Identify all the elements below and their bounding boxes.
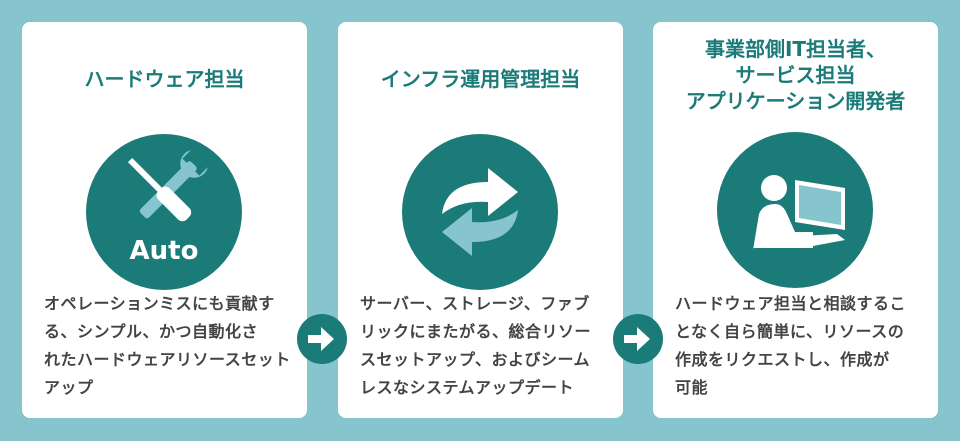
user-computer-icon [717, 132, 873, 288]
desc-line: ハードウェア担当と相談するこ [675, 294, 907, 313]
card-description: サーバー、ストレージ、ファブ リックにまたがる、総合リソー スセットアップ、およ… [360, 290, 610, 402]
desc-line: アップ [44, 378, 94, 397]
card-description: オペレーションミスにも貢献す る、シンプル、かつ自動化さ れたハードウェアリソー… [44, 290, 294, 402]
desc-line: リックにまたがる、総合リソー [360, 322, 592, 341]
desc-line: 作成をリクエストし、作成が [675, 350, 890, 369]
refresh-arrows-icon [402, 134, 558, 290]
card-title: インフラ運用管理担当 [338, 66, 623, 92]
auto-label: Auto [129, 236, 199, 266]
title-line: サービス担当 [735, 63, 856, 87]
arrow-right-icon [297, 314, 347, 364]
desc-line: オペレーションミスにも貢献す [44, 294, 275, 313]
card-infra: インフラ運用管理担当 サーバー、ストレージ、ファブ リックにまたがる、総合リソー… [338, 22, 623, 418]
card-description: ハードウェア担当と相談するこ となく自ら簡単に、リソースの 作成をリクエストし、… [675, 290, 925, 402]
desc-line: サーバー、ストレージ、ファブ [360, 294, 590, 313]
tools-auto-icon: Auto [86, 134, 242, 290]
title-line: インフラ運用管理担当 [380, 67, 581, 91]
card-title: ハードウェア担当 [22, 66, 307, 92]
desc-line: 可能 [675, 378, 709, 397]
card-hardware: ハードウェア担当 Auto オペレーションミスにも貢献す る、シンプル、かつ自動… [22, 22, 307, 418]
desc-line: れたハードウェアリソースセット [44, 350, 291, 369]
card-business-it: 事業部側IT担当者、 サービス担当 アプリケーション開発者 ハードウェア担当と相… [653, 22, 938, 418]
title-line: アプリケーション開発者 [685, 89, 906, 113]
desc-line: る、シンプル、かつ自動化さ [44, 322, 259, 341]
desc-line: となく自ら簡単に、リソースの [675, 322, 905, 341]
desc-line: レスなシステムアップデート [360, 378, 575, 397]
arrow-right-icon [613, 314, 663, 364]
card-title: 事業部側IT担当者、 サービス担当 アプリケーション開発者 [653, 36, 938, 114]
title-line: ハードウェア担当 [84, 67, 245, 91]
desc-line: スセットアップ、およびシーム [360, 350, 591, 369]
title-line: 事業部側IT担当者、 [704, 37, 887, 61]
